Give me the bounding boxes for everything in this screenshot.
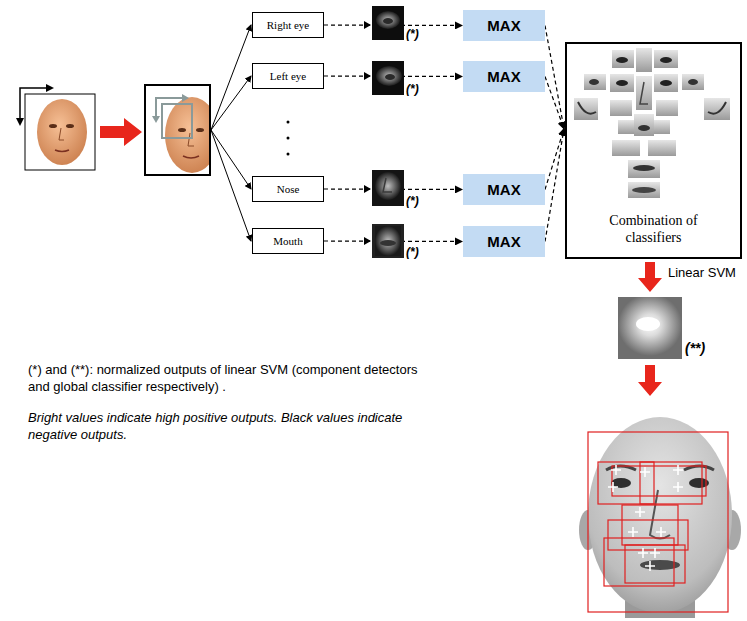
detected-face [579, 417, 741, 618]
component-box: Right eye [252, 12, 324, 38]
component-box: Nose [252, 176, 324, 202]
dashed-connector [545, 129, 564, 242]
max-box: MAX [463, 61, 545, 92]
output-marker: (*) [406, 245, 419, 259]
max-box: MAX [463, 174, 545, 205]
process-arrow [638, 262, 662, 292]
combination-box: Combination of classifiers [565, 42, 742, 259]
detector-output-thumbnail [364, 170, 404, 206]
max-label: MAX [487, 233, 520, 250]
max-label: MAX [487, 68, 520, 85]
detector-output-thumbnail [364, 61, 404, 95]
component-box: Mouth [252, 228, 324, 254]
component-label: Left eye [270, 70, 306, 82]
detector-output-thumbnail [364, 6, 404, 40]
max-box: MAX [463, 10, 545, 41]
component-label: Mouth [273, 235, 302, 247]
max-label: MAX [487, 181, 520, 198]
dashed-connector [545, 77, 564, 129]
fan-out-lines [211, 25, 251, 241]
box-caption: Combination of classifiers [587, 213, 720, 247]
output-marker: (**) [685, 340, 705, 356]
output-marker: (*) [406, 82, 419, 96]
max-box: MAX [463, 226, 545, 257]
classifier-collage [574, 48, 730, 198]
dashed-connector [545, 129, 564, 190]
ellipsis-dots [287, 121, 290, 156]
detector-output-thumbnail [364, 224, 404, 258]
note-text: Bright values indicate high positive out… [28, 410, 420, 444]
input-face [16, 84, 95, 170]
max-label: MAX [487, 17, 520, 34]
global-output-thumbnail [618, 297, 682, 359]
component-label: Right eye [267, 19, 309, 31]
dashed-connector [545, 26, 564, 129]
component-label: Nose [277, 183, 300, 195]
step-label: Linear SVM [668, 265, 736, 280]
component-box: Left eye [252, 63, 324, 89]
output-marker: (*) [406, 27, 419, 41]
note-text: (*) and (**): normalized outputs of line… [28, 362, 420, 396]
output-marker: (*) [406, 194, 419, 208]
scan-window [145, 85, 219, 175]
process-arrow [638, 365, 662, 396]
process-arrow [100, 118, 142, 146]
